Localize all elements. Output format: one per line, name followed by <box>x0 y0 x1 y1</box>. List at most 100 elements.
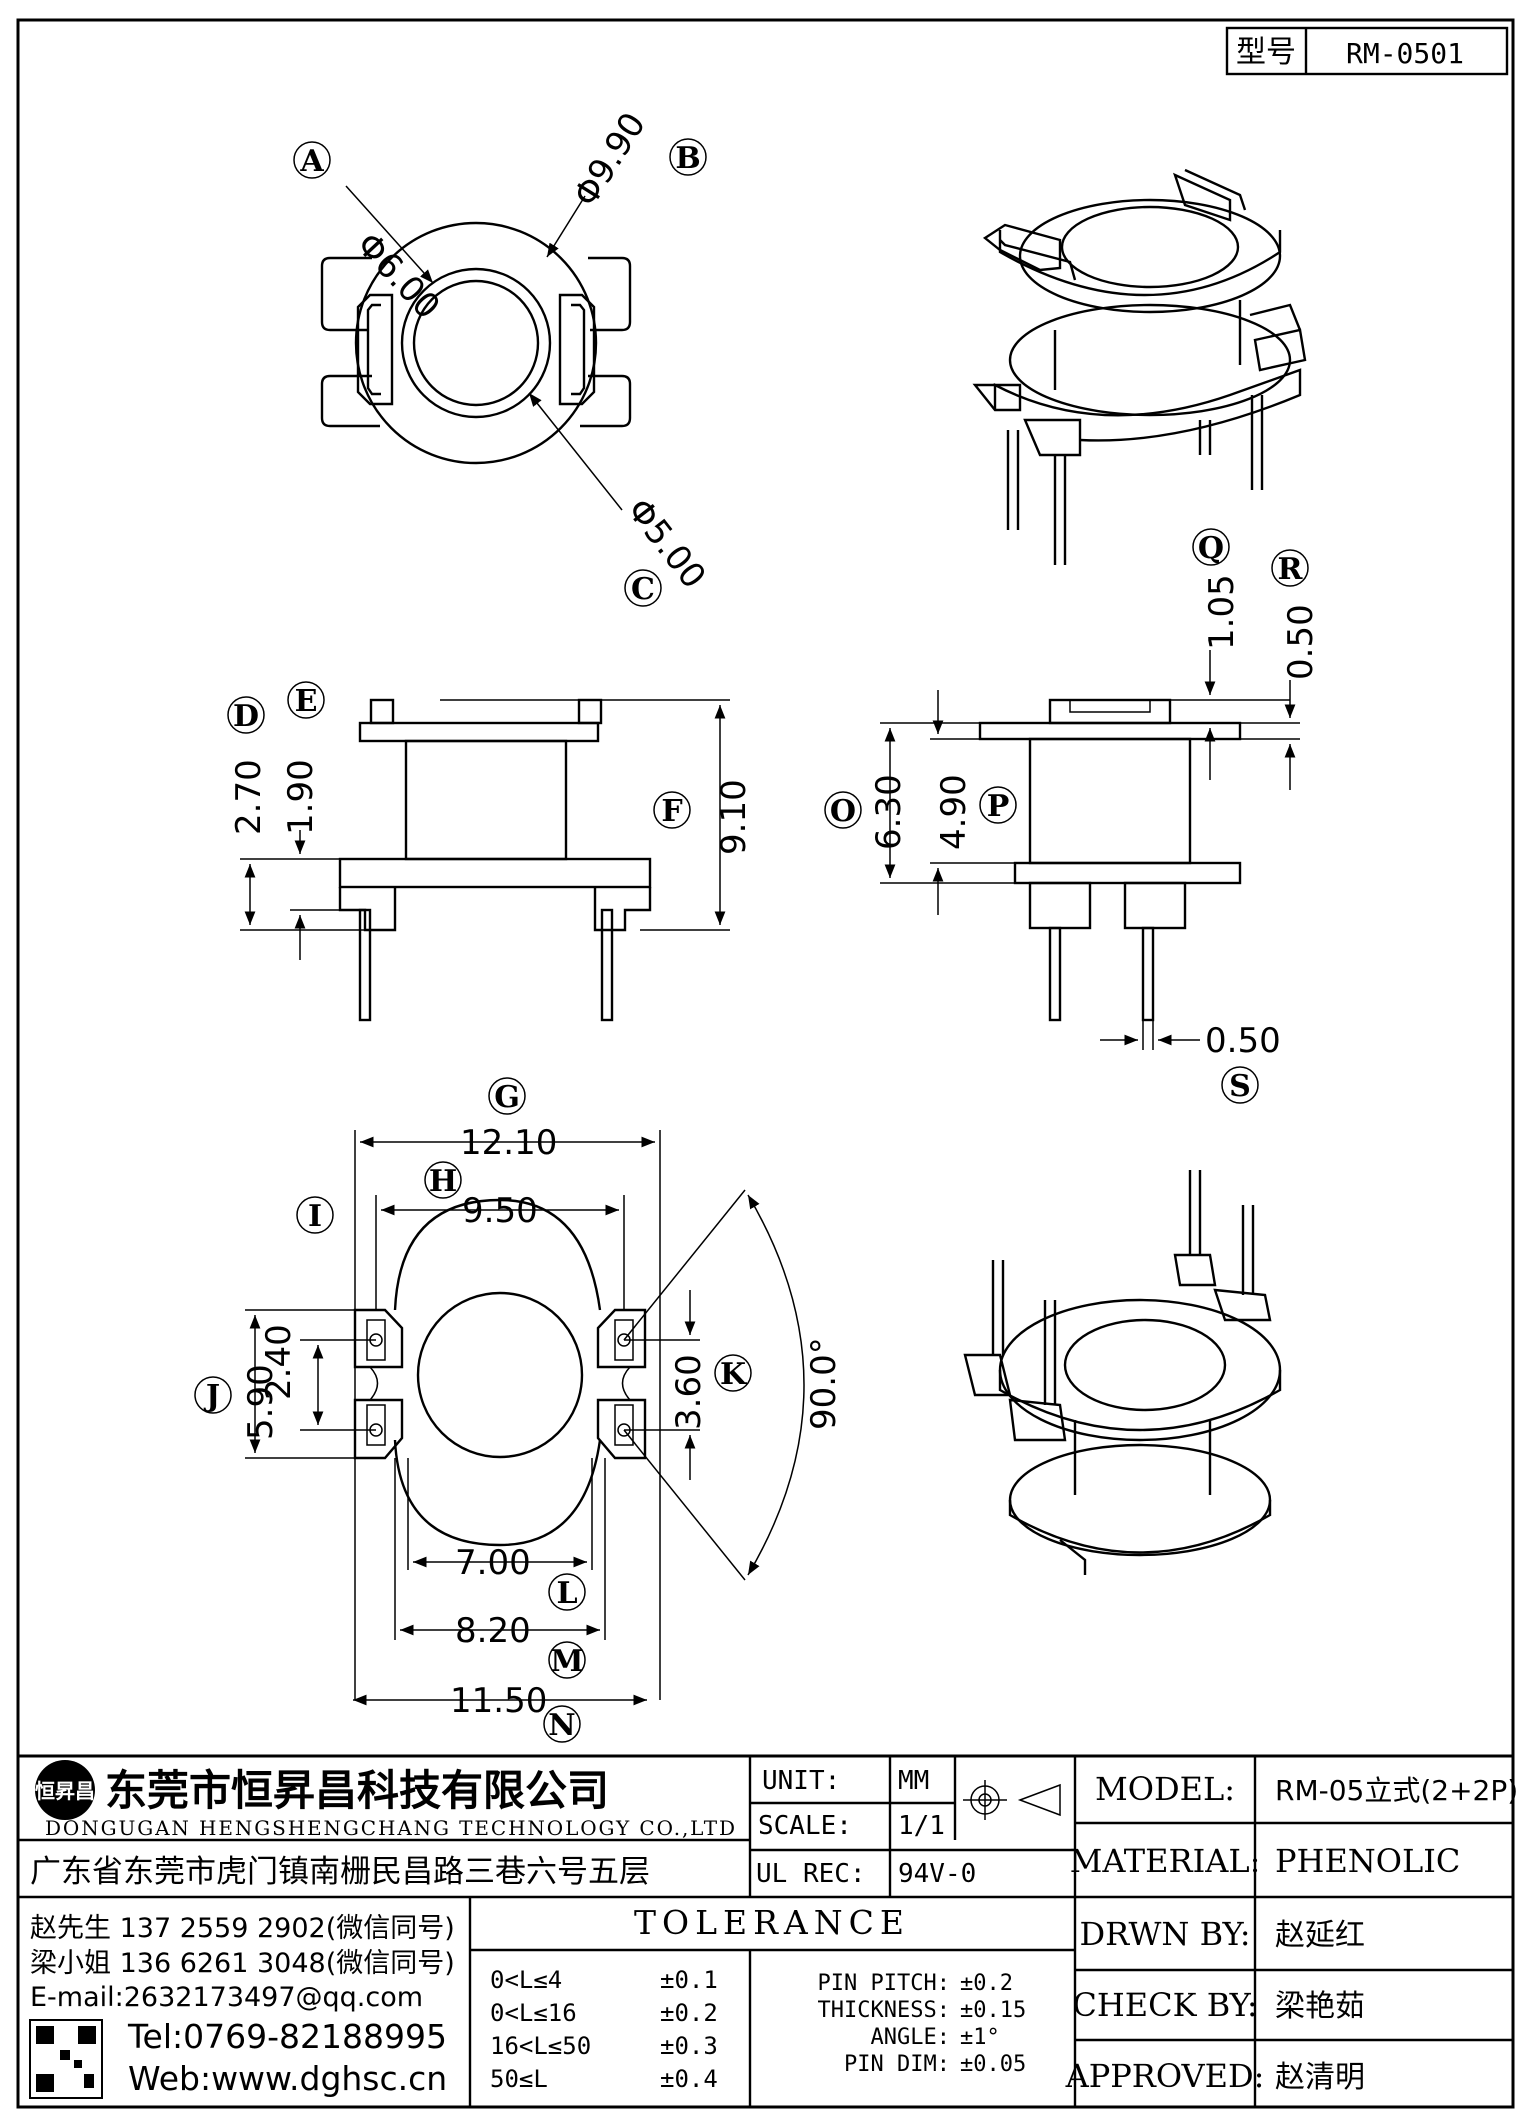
label-R: R <box>1271 549 1309 587</box>
tol-value-4: ±0.4 <box>660 2065 718 2093</box>
check-value: 梁艳茹 <box>1275 1989 1365 2024</box>
ulrec-value: 94V-0 <box>898 1859 976 1889</box>
svg-text:L: L <box>556 1576 577 1611</box>
label-P: P <box>979 786 1017 824</box>
model-box-value: RM-0501 <box>1346 37 1464 70</box>
tol-range-3: 16<L≤50 <box>490 2032 591 2060</box>
dim-D-text: 2.70 <box>229 759 269 835</box>
dim-R-text: 0.50 <box>1281 604 1321 680</box>
svg-text:R: R <box>1278 552 1304 587</box>
tol-value-1: ±0.1 <box>660 1966 718 1994</box>
svg-text:O: O <box>830 794 856 829</box>
reference-labels: A B C D E F O P Q R S G H I J K L M N <box>194 138 1309 1743</box>
contact-tel: Tel:0769-82188995 <box>127 2017 447 2056</box>
tol-range-4: 50≤L <box>490 2065 548 2093</box>
label-L: L <box>548 1573 586 1611</box>
dim-angle-text: 90.0° <box>804 1337 844 1430</box>
ulrec-label: UL REC: <box>756 1859 866 1889</box>
dim-Q-text: 1.05 <box>1202 574 1242 650</box>
dim-O-text: 6.30 <box>869 774 909 850</box>
scale-value: 1/1 <box>898 1811 945 1841</box>
side-view: 6.30 4.90 1.05 0.50 0.50 <box>869 574 1321 1061</box>
top-view-flange-circle <box>354 221 598 465</box>
tolerance-title: TOLERANCE <box>634 1903 910 1942</box>
svg-text:H: H <box>429 1164 457 1199</box>
svg-text:B: B <box>675 141 700 176</box>
dim-G-text: 12.10 <box>460 1123 557 1163</box>
contact-web: Web:www.dghsc.cn <box>128 2059 447 2098</box>
company-address: 广东省东莞市虎门镇南栅民昌路三巷六号五层 <box>30 1854 650 1890</box>
model-value: RM-05立式(2+2P) <box>1275 1774 1518 1807</box>
label-N: N <box>543 1705 581 1743</box>
tol-item-value-1: ±0.2 <box>960 1971 1013 1996</box>
tol-item-value-3: ±1° <box>960 2025 1000 2050</box>
contact-2: 梁小姐 136 6261 3048(微信同号) <box>30 1948 455 1979</box>
tol-item-label-1: PIN PITCH: <box>818 1971 950 1996</box>
tol-item-label-2: THICKNESS: <box>818 1998 950 2023</box>
tol-range-1: 0<L≤4 <box>490 1966 562 1994</box>
drwn-label: DRWN BY: <box>1079 1915 1250 1953</box>
top-view-bobbin-inner <box>412 279 540 407</box>
svg-text:J: J <box>203 1379 220 1414</box>
label-Q: Q <box>1192 528 1230 566</box>
material-label: MATERIAL: <box>1070 1842 1261 1880</box>
tol-item-label-3: ANGLE: <box>871 2025 950 2050</box>
scale-label: SCALE: <box>758 1811 852 1841</box>
company-name-cn: 东莞市恒昇昌科技有限公司 <box>105 1766 609 1815</box>
svg-text:恒昇昌: 恒昇昌 <box>35 1779 95 1803</box>
material-value: PHENOLIC <box>1275 1842 1460 1880</box>
label-J: J <box>194 1376 232 1414</box>
top-view: Φ6.00 Φ9.90 Φ5.00 <box>320 106 714 596</box>
label-G: G <box>488 1077 526 1115</box>
unit-label: UNIT: <box>762 1766 840 1796</box>
dim-A-leader <box>345 185 434 284</box>
tol-item-label-4: PIN DIM: <box>844 2052 950 2077</box>
svg-text:C: C <box>631 572 655 607</box>
tol-value-3: ±0.3 <box>660 2032 718 2060</box>
label-A: A <box>293 141 331 179</box>
approved-value: 赵清明 <box>1275 2060 1365 2095</box>
svg-text:G: G <box>494 1080 520 1115</box>
iso-view-bottom <box>963 1170 1282 1575</box>
label-D: D <box>227 696 265 734</box>
front-view: 2.70 1.90 9.10 <box>229 698 754 1022</box>
label-H: H <box>424 1161 462 1199</box>
svg-text:K: K <box>720 1357 747 1392</box>
label-O: O <box>824 791 862 829</box>
company-logo: 恒昇昌 <box>35 1760 95 1820</box>
qr-code <box>29 2019 103 2099</box>
model-box-label: 型号 <box>1236 35 1296 70</box>
svg-text:M: M <box>550 1644 583 1679</box>
dim-M-text: 8.20 <box>455 1611 531 1651</box>
label-C: C <box>624 569 662 607</box>
dim-C-leader <box>528 392 623 511</box>
projection-symbol-icon <box>963 1780 1061 1820</box>
dim-B-leader <box>546 195 586 258</box>
company-name-en: DONGUGAN HENGSHENGCHANG TECHNOLOGY CO.,L… <box>45 1816 735 1840</box>
contact-1: 赵先生 137 2559 2902(微信同号) <box>30 1913 455 1944</box>
check-label: CHECK BY: <box>1072 1986 1257 2024</box>
dim-B-text: Φ9.90 <box>566 106 654 214</box>
approved-label: APPROVED: <box>1065 2057 1265 2095</box>
label-I: I <box>296 1196 334 1234</box>
bottom-view: 12.10 9.50 7.00 8.20 11.50 2.40 5.90 3.6… <box>241 1123 844 1721</box>
dim-J-text: 5.90 <box>241 1364 281 1440</box>
dim-P-text: 4.90 <box>934 774 974 850</box>
sheet-border <box>16 18 1515 2109</box>
dim-A-text: Φ6.00 <box>348 225 447 327</box>
svg-text:A: A <box>299 144 324 179</box>
tol-value-2: ±0.2 <box>660 1999 718 2027</box>
top-view-bobbin-outer <box>400 267 552 419</box>
svg-text:E: E <box>295 684 318 719</box>
dim-E-text: 1.90 <box>281 759 321 835</box>
title-block: 恒昇昌 东莞市恒昇昌科技有限公司 DONGUGAN HENGSHENGCHANG… <box>18 1754 1518 2107</box>
svg-text:I: I <box>308 1199 322 1234</box>
label-E: E <box>287 681 325 719</box>
dim-I-text: 2.40 <box>259 1324 299 1400</box>
dim-F-text: 9.10 <box>714 779 754 855</box>
contact-email: E-mail:2632173497@qq.com <box>30 1982 423 2013</box>
label-K: K <box>714 1354 752 1392</box>
tol-range-2: 0<L≤16 <box>490 1999 577 2027</box>
dim-L-text: 7.00 <box>455 1543 531 1583</box>
